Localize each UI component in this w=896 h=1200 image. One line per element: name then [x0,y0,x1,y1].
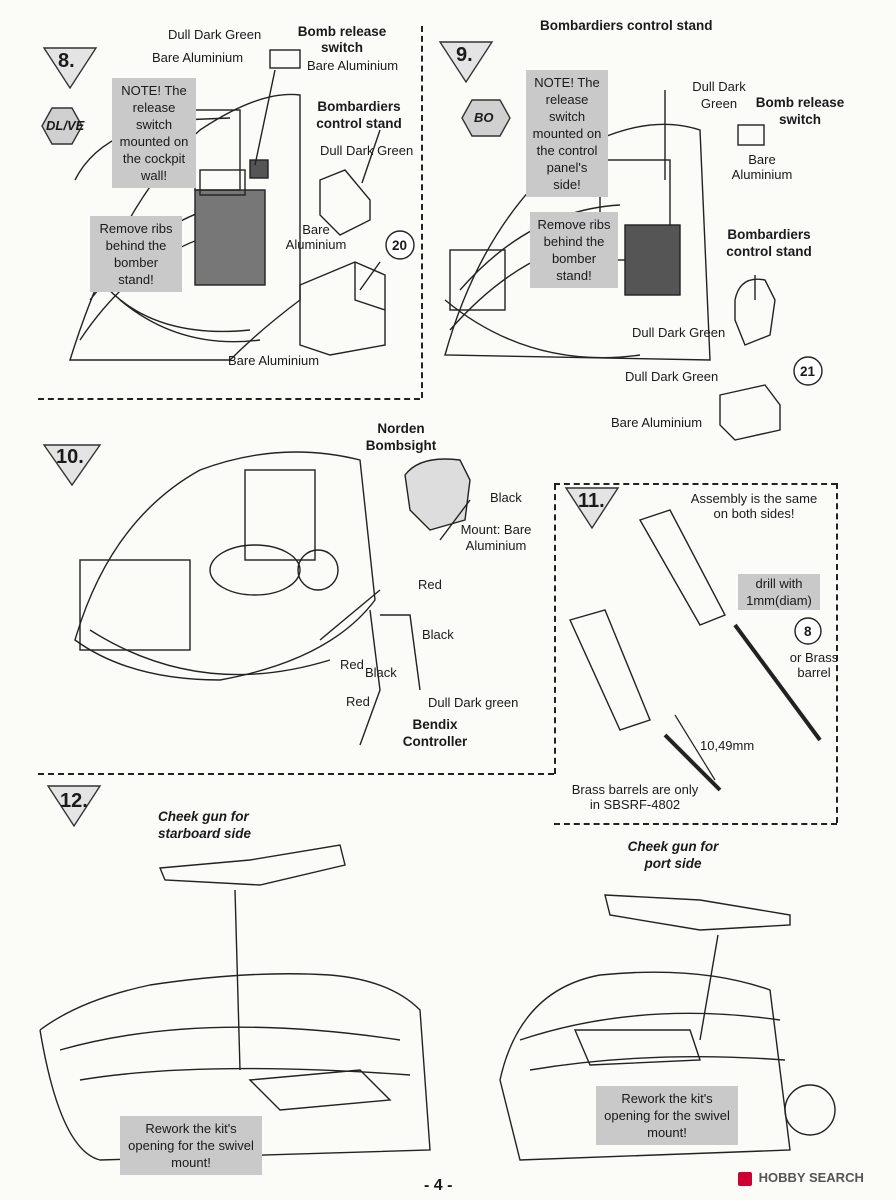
step-9-note: NOTE! The release switch mounted on the … [526,70,608,197]
step-10-label-black-2: Black [365,665,397,680]
step8-cockpit-drawing [69,93,301,361]
step-12-title-port: Cheek gun for port side [627,839,719,871]
step-8-label-base-bare: Bare Aluminium [228,353,320,368]
watermark-logo-icon [738,1171,752,1186]
step-12-rework-port: Rework the kit's opening for the swivel … [596,1086,738,1145]
step-11-brass-barrel: or Brass barrel [789,650,839,680]
divider-11-bottom [554,823,837,825]
step-10-label-sight-black: Black [490,490,522,505]
step-9-number: 9. [456,44,473,66]
step-8-number: 8. [58,50,75,72]
step-9-label-base-bare: Bare Aluminium [611,415,703,430]
step-9-title-stand: Bombardiers control stand [726,227,812,259]
step-9-badge: BO [474,110,494,125]
step-12-title-starboard: Cheek gun for starboard side [158,809,252,841]
step-9-rework-note: Remove ribs behind the bomber stand! [530,212,618,288]
step-9-label-switch-bare: Bare Aluminium [731,152,793,182]
step-8-rework-note: Remove ribs behind the bomber stand! [90,216,182,292]
step-8-badge: DL/VE [46,118,85,133]
step-10-label-red-3: Red [346,694,370,709]
step-9-title-switch: Bomb release switch [755,95,845,127]
step-11-dimension: 10,49mm [700,738,755,753]
step-12-rework-starboard: Rework the kit's opening for the swivel … [120,1116,262,1175]
step11-guns-drawing [569,509,822,792]
divider-10-bottom [38,773,554,775]
divider-11-right [836,483,838,823]
step-8-label-bare-aluminium: Bare Aluminium [152,50,244,65]
step-10-number: 10. [56,446,84,468]
watermark: HOBBY SEARCH [738,1170,864,1186]
step-11-assembly-note: Assembly is the same on both sides! [690,491,818,521]
step-9-header: Bombardiers control stand [540,18,713,33]
step12-port-drawing [499,894,836,1161]
step-8-title-stand: Bombardiers control stand [316,99,402,131]
step-8-label-switch-bare: Bare Aluminium [307,58,399,73]
divider-11-top [554,483,837,485]
step-10-label-dull-dark-green: Dull Dark green [428,695,519,710]
step-8-title-switch: Bomb release switch [297,24,387,55]
step-8-label-stand-bare: Bare Aluminium [285,222,347,252]
divider-10-11 [554,484,556,774]
step-10-title-bombsight: Norden Bombsight [365,421,437,453]
step12-starboard-drawing [39,844,431,1161]
divider-8-bottom [38,398,420,400]
step-11-number: 11. [578,490,605,512]
step-12-number: 12. [60,790,88,812]
step-9-part-number: 21 [800,364,816,379]
page-number: - 4 - [424,1177,453,1194]
step-11-brass-note: Brass barrels are only in SBSRF-4802 [571,782,699,812]
step-8-part-number: 20 [392,238,408,253]
step10-cockpit-drawing [74,451,376,681]
divider-8-9 [421,26,423,398]
step-10-label-red-1: Red [418,577,442,592]
watermark-text: HOBBY SEARCH [758,1170,864,1185]
step-9-label-switch-green: Dull Dark Green [692,79,746,111]
step-8-note: NOTE! The release switch mounted on the … [112,78,196,188]
step-10-label-red-2: Red [340,657,364,672]
step-10-label-black-1: Black [422,627,454,642]
step-8-label-stand-green: Dull Dark Green [320,143,414,158]
step-9-label-base-green: Dull Dark Green [625,369,719,384]
step-9-label-stand-green: Dull Dark Green [632,325,726,340]
step-11-drill-note: drill with 1mm(diam) [738,574,820,610]
step-10-label-mount: Mount: Bare Aluminium [460,522,532,553]
step-11-part-number: 8 [804,624,812,639]
step-10-title-controller: Bendix Controller [402,717,468,749]
step-8-label-dull-dark-green: Dull Dark Green [168,27,262,42]
